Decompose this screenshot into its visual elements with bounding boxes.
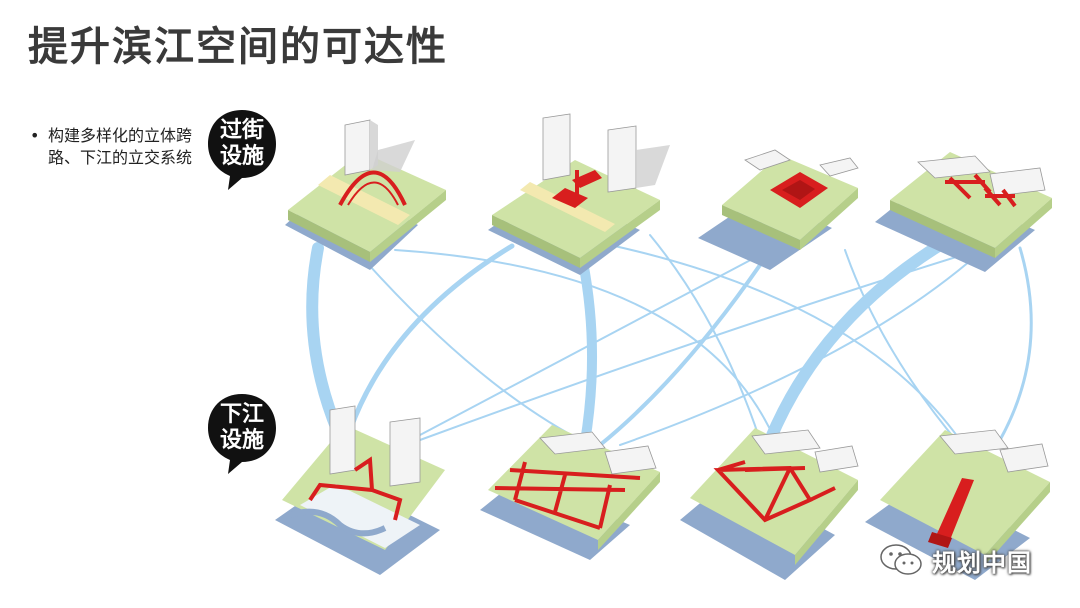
- connector-line: [306, 242, 344, 438]
- facility-walkway: [945, 173, 1017, 208]
- block-bottom-1: [275, 405, 445, 575]
- cross-street-tag: 过街 设施: [206, 108, 278, 192]
- wechat-icon: [880, 544, 922, 575]
- connector-line: [347, 243, 515, 433]
- block-top-4: [875, 152, 1052, 272]
- facility-pier: [936, 478, 974, 540]
- connector-line: [764, 239, 946, 446]
- connector-line: [649, 234, 761, 441]
- to-river-label: 下江 设施: [219, 402, 264, 453]
- connector-line: [998, 246, 1033, 442]
- facility-river-path: [308, 456, 403, 521]
- connector-line: [844, 249, 961, 446]
- connector-line: [394, 249, 776, 441]
- facility-plaza: [552, 188, 588, 208]
- page-title: 提升滨江空间的可达性: [28, 23, 448, 70]
- block-bottom-3: [680, 428, 859, 580]
- block-top-2: [488, 113, 670, 275]
- block-top-1: [285, 119, 446, 270]
- bullet-list: 构建多样化的立体跨路、下江的立交系统: [30, 125, 205, 169]
- facility-grid-path: [494, 461, 641, 530]
- to-river-tag: 下江 设施: [206, 392, 278, 476]
- bullet-item: 构建多样化的立体跨路、下江的立交系统: [30, 125, 205, 169]
- watermark-text: 规划中国: [932, 548, 1032, 577]
- connector-line: [419, 247, 986, 441]
- block-bottom-4: [865, 429, 1050, 580]
- block-top-3: [698, 149, 859, 270]
- connector-line: [609, 244, 961, 441]
- connector-line: [578, 257, 597, 447]
- connector-line: [598, 263, 762, 447]
- watermark: 规划中国: [878, 542, 1032, 578]
- connector-line: [419, 254, 761, 436]
- facility-bridge: [338, 170, 407, 206]
- connector-line: [619, 247, 986, 446]
- block-bottom-2: [480, 425, 660, 560]
- cross-street-label: 过街 设施: [219, 118, 264, 169]
- connection-lines: [306, 234, 1033, 447]
- facility-diamond-path: [713, 460, 836, 523]
